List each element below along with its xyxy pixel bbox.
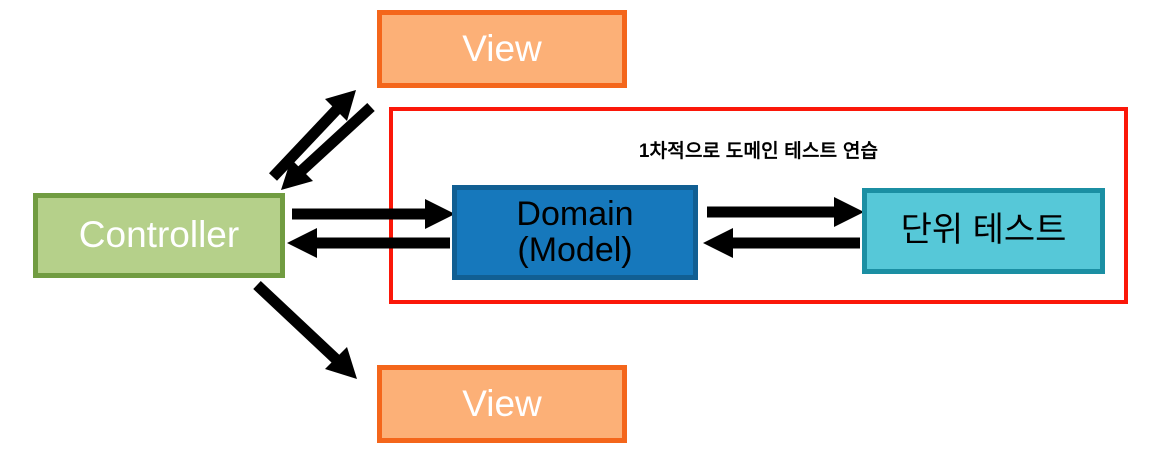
arrow-controller-to-domain [292, 199, 455, 229]
domain-test-group-box [389, 107, 1128, 304]
arrow-controller-to-view-top [269, 90, 356, 181]
arrow-controller-to-view-bottom [253, 280, 357, 379]
node-view-top[interactable]: View [377, 10, 627, 88]
node-view-bottom-label: View [462, 382, 542, 424]
arrow-unit-test-to-domain [703, 228, 860, 258]
node-domain-label-line1: Domain [516, 194, 634, 233]
node-controller-label: Controller [78, 214, 240, 256]
arrow-domain-to-unit-test [707, 197, 864, 227]
node-domain-model[interactable]: Domain (Model) [452, 185, 698, 280]
arrow-view-top-to-controller [281, 102, 375, 190]
node-unit-test-label: 단위 테스트 [900, 211, 1067, 250]
group-box-caption: 1차적으로 도메인 테스트 연습 [638, 141, 879, 162]
arrow-domain-to-controller [287, 228, 450, 258]
node-view-bottom[interactable]: View [377, 365, 627, 443]
node-domain-label-line2: (Model) [517, 230, 633, 269]
node-view-top-label: View [462, 27, 542, 69]
node-unit-test[interactable]: 단위 테스트 [862, 188, 1105, 274]
node-controller[interactable]: Controller [33, 193, 285, 278]
